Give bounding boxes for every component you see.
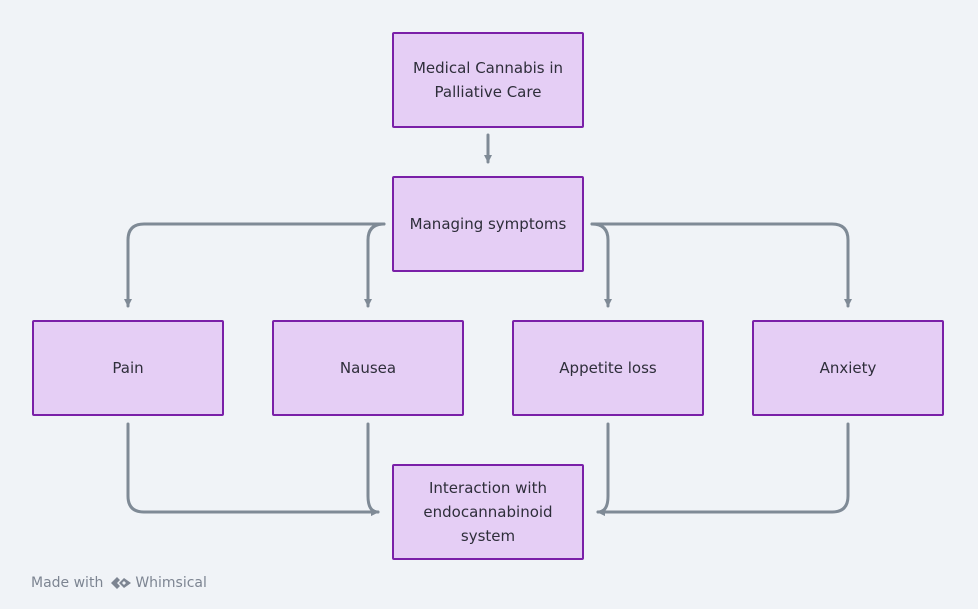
node-endocannabinoid-interaction[interactable]: Interaction with endocannabinoid system xyxy=(392,464,584,560)
watermark-brand: Whimsical xyxy=(135,575,207,591)
node-root-label: Medical Cannabis in Palliative Care xyxy=(412,59,564,101)
edge-appetite-to-outcome xyxy=(596,422,610,516)
node-appetite-loss[interactable]: Appetite loss xyxy=(512,320,704,416)
node-endocannabinoid-interaction-label: Interaction with endocannabinoid system xyxy=(423,479,553,545)
node-managing-symptoms-label: Managing symptoms xyxy=(409,215,567,233)
edge-hub-to-pain xyxy=(124,222,386,308)
node-nausea-label: Nausea xyxy=(339,359,397,377)
node-pain[interactable]: Pain xyxy=(32,320,224,416)
node-appetite-loss-label: Appetite loss xyxy=(559,359,657,377)
edge-hub-to-anxiety xyxy=(590,222,852,308)
edge-hub-to-nausea xyxy=(364,222,386,308)
watermark-prefix: Made with xyxy=(31,575,104,591)
node-root[interactable]: Medical Cannabis in Palliative Care xyxy=(392,32,584,128)
node-pain-label: Pain xyxy=(112,359,144,377)
made-with-watermark[interactable]: Made with Whimsical xyxy=(31,575,207,591)
node-managing-symptoms[interactable]: Managing symptoms xyxy=(392,176,584,272)
edge-hub-to-appetite xyxy=(590,222,612,308)
node-anxiety-label: Anxiety xyxy=(819,359,877,377)
edge-nausea-to-outcome xyxy=(366,422,380,516)
whimsical-logo-icon xyxy=(110,576,132,590)
edge-anxiety-to-outcome xyxy=(596,422,850,516)
edge-pain-to-outcome xyxy=(126,422,380,516)
node-nausea[interactable]: Nausea xyxy=(272,320,464,416)
node-anxiety[interactable]: Anxiety xyxy=(752,320,944,416)
